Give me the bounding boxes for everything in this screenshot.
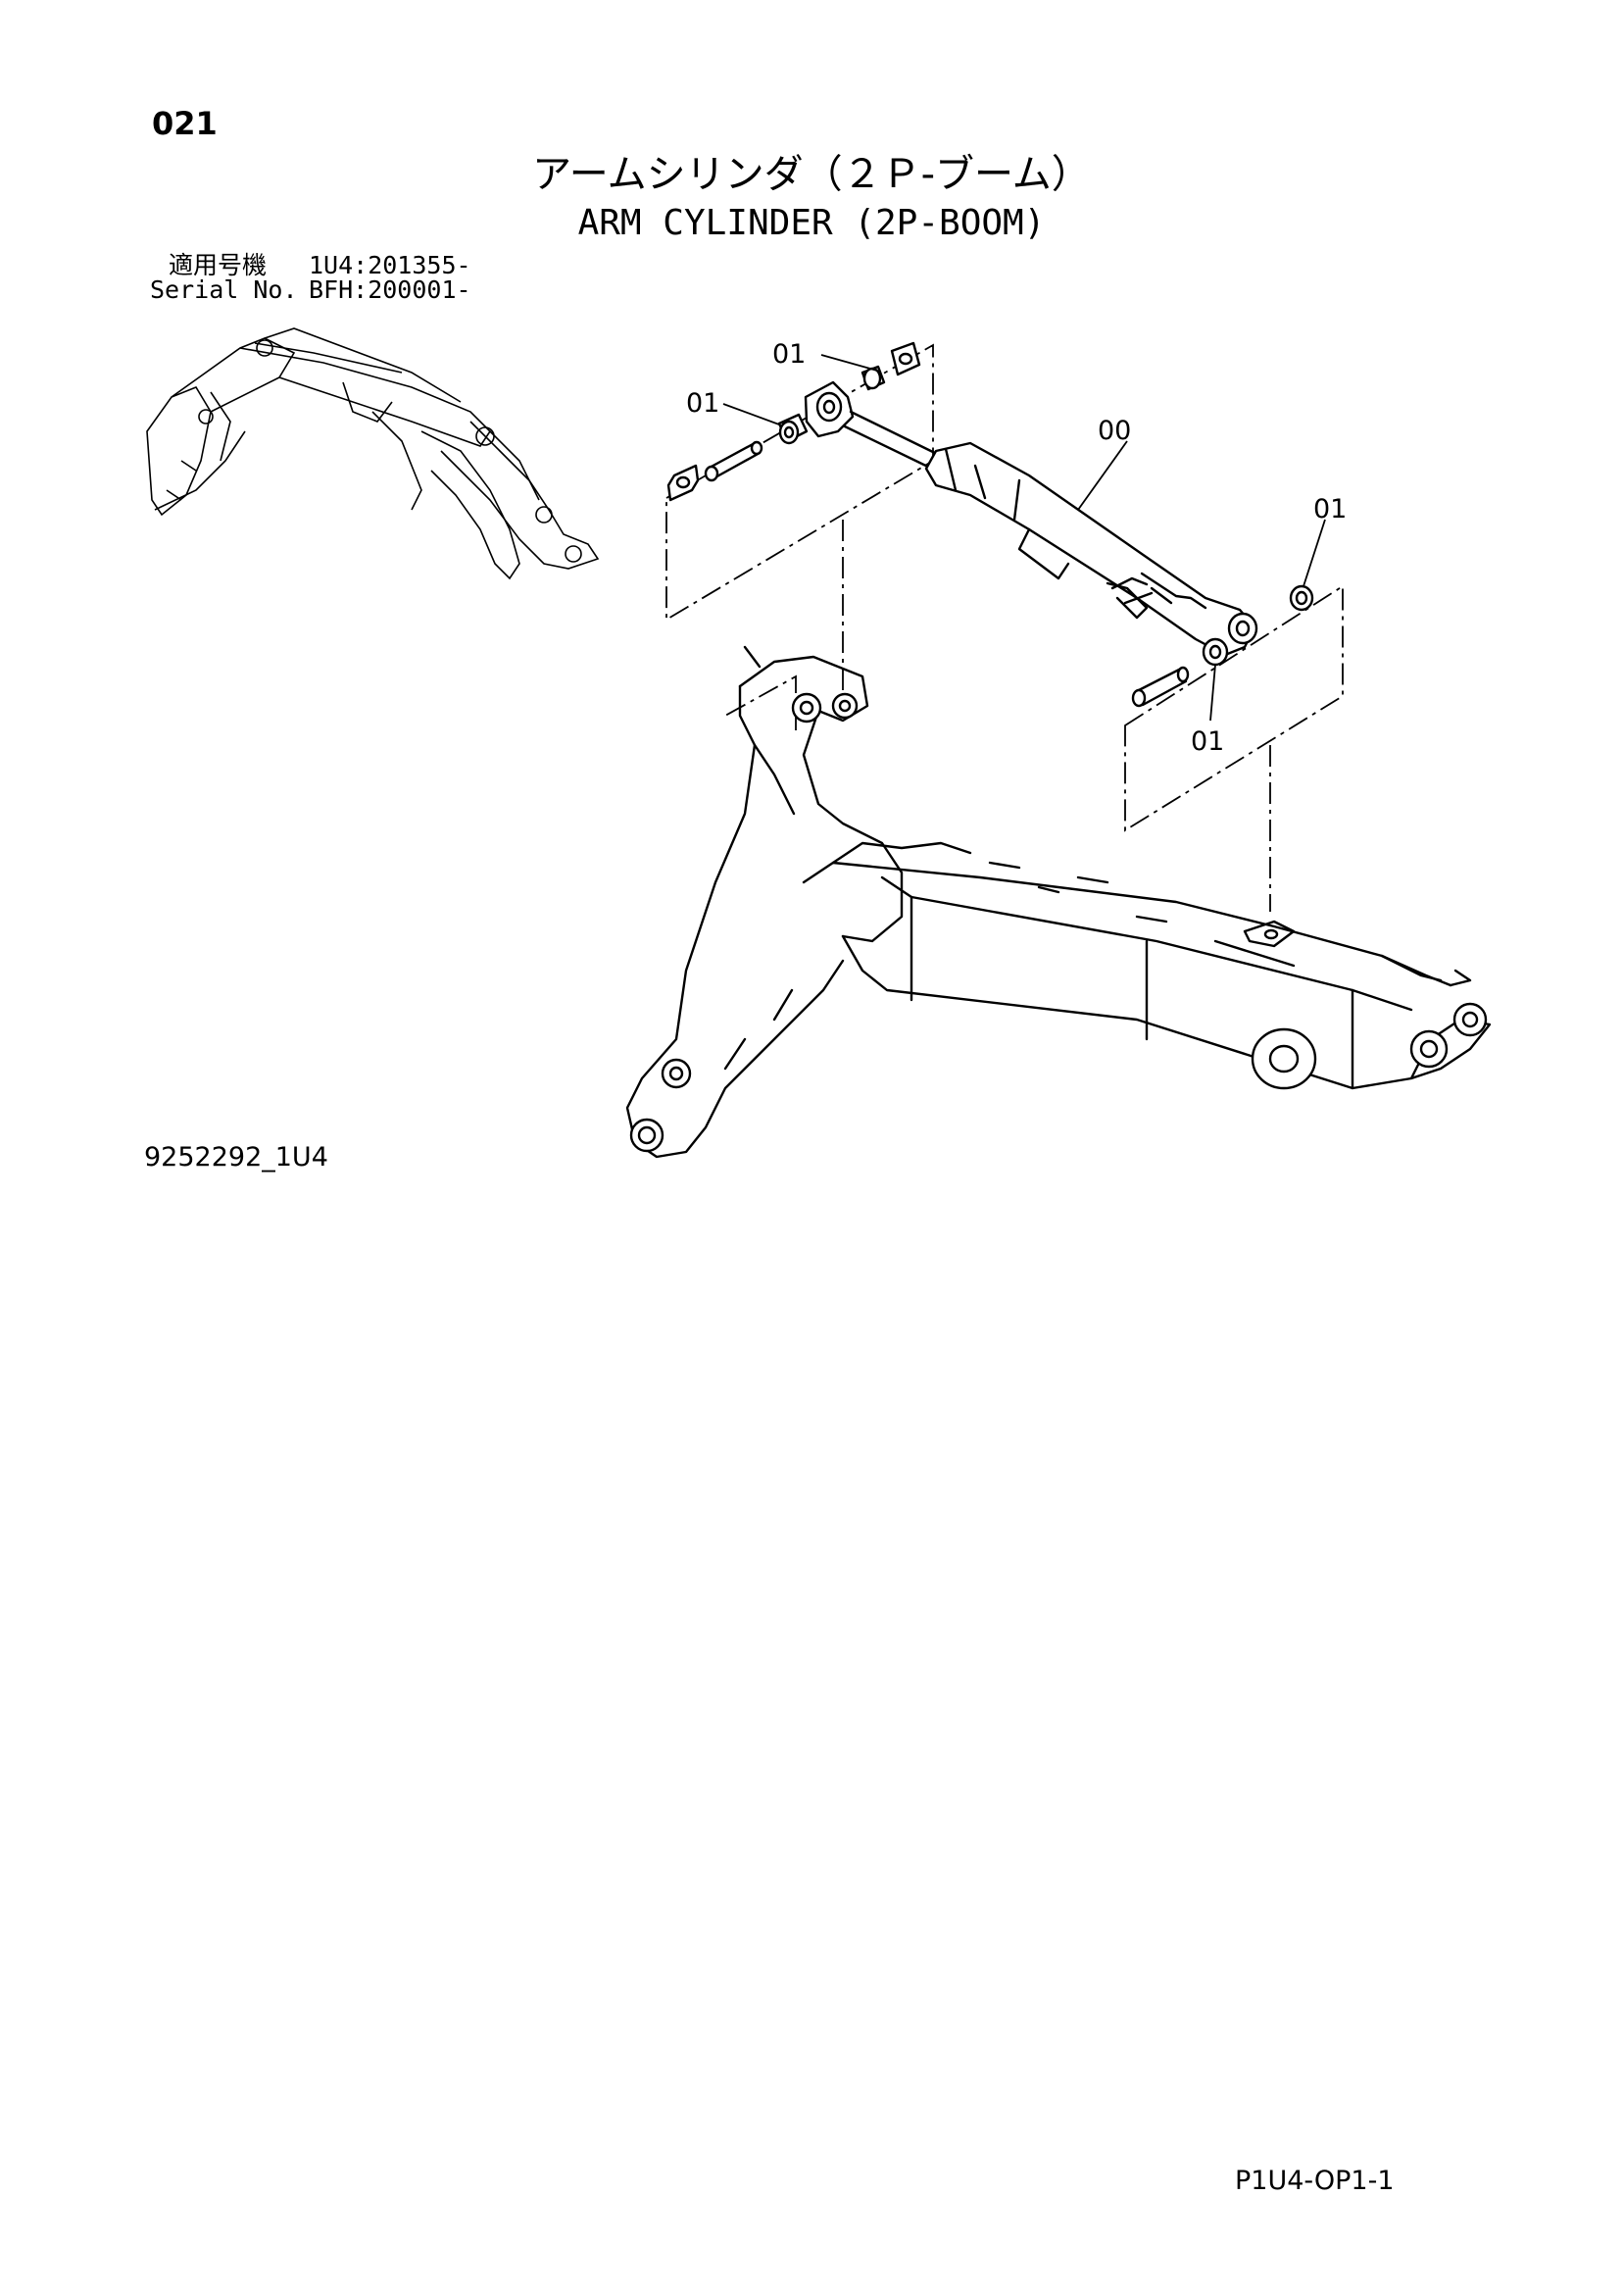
serial-label-japanese: 適用号機: [169, 251, 268, 279]
callout-00-cylinder: 00: [1098, 416, 1131, 446]
leader-lines: [722, 354, 1326, 722]
arm-cylinder: [804, 380, 1258, 657]
serial-label-english: Serial No.: [150, 275, 298, 304]
drawing-id: 9252292_1U4: [144, 1142, 328, 1173]
right-pin-set: [1131, 584, 1314, 708]
callout-01-right: 01: [1313, 494, 1347, 524]
callout-01-lower-right: 01: [1191, 726, 1224, 757]
title-english: ARM CYLINDER (2P-BOOM): [577, 203, 1046, 243]
serial-value-1: 1U4:201355-: [309, 251, 471, 279]
left-pin-set: [666, 341, 921, 502]
page-code: P1U4-OP1-1: [1235, 2166, 1395, 2196]
overview-sketch: [146, 327, 600, 580]
serial-value-2: BFH:200001-: [309, 275, 471, 304]
callout-01-left: 01: [686, 388, 719, 419]
boom-structure: [625, 645, 1492, 1159]
title-japanese: アームシリンダ（２Ｐ-ブーム）: [532, 152, 1091, 197]
callout-01-top: 01: [772, 339, 806, 370]
page-number: 021: [152, 105, 218, 142]
